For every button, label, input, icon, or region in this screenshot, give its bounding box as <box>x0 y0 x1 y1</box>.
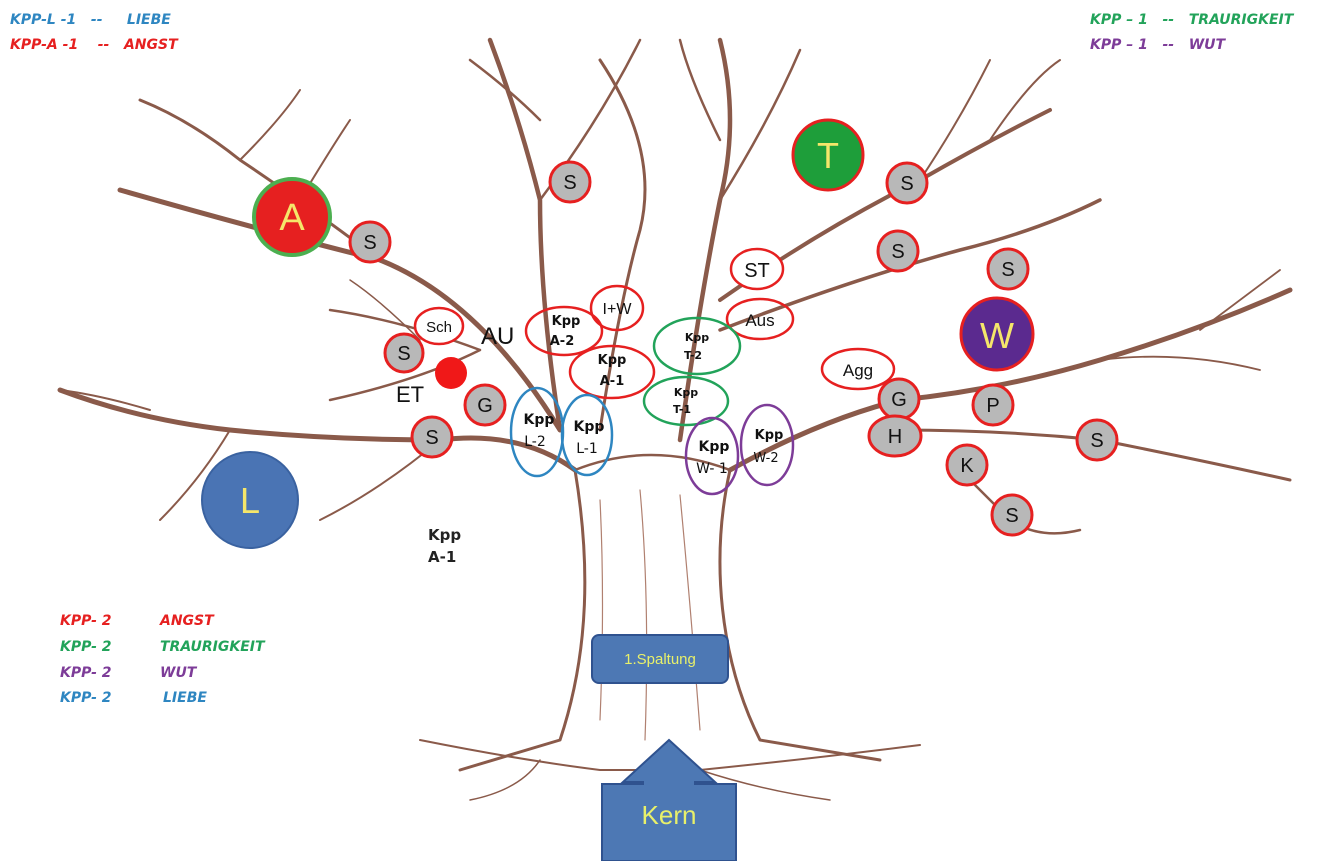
legend2-code-angst: KPP- 2 <box>60 613 112 629</box>
node-s: S <box>990 493 1034 537</box>
svg-text:S: S <box>563 172 576 194</box>
svg-text:S: S <box>891 241 904 263</box>
svg-text:L-1: L-1 <box>576 441 598 457</box>
svg-text:Kpp: Kpp <box>598 353 627 368</box>
free-kpp-line2: A-1 <box>428 548 457 566</box>
legend-kpp-1-wut: KPP – 1 -- WUT <box>1090 37 1226 53</box>
svg-text:Kpp: Kpp <box>574 419 605 435</box>
big-circle-l-label: L <box>240 480 260 521</box>
svg-text:Agg: Agg <box>843 361 873 380</box>
big-circle-t-label: T <box>817 135 839 176</box>
node-s: S <box>885 161 929 205</box>
node-s: S <box>1075 418 1119 462</box>
svg-text:ST: ST <box>744 260 770 282</box>
svg-text:Aus: Aus <box>745 311 774 330</box>
svg-text:S: S <box>425 427 438 449</box>
node-p: P <box>971 383 1015 427</box>
svg-text:K: K <box>960 455 974 477</box>
spaltung-label: 1.Spaltung <box>624 650 696 668</box>
node-s: S <box>383 332 425 374</box>
big-circle-l: L <box>201 451 299 549</box>
svg-text:L-2: L-2 <box>524 434 546 450</box>
node-s: S <box>548 160 592 204</box>
svg-text:T-1: T-1 <box>673 403 691 416</box>
svg-text:S: S <box>397 343 410 365</box>
node-g: G <box>463 383 507 427</box>
svg-text:H: H <box>888 426 902 448</box>
legend-kpp-l-1: KPP-L -1 -- LIEBE <box>10 12 171 28</box>
svg-text:S: S <box>900 173 913 195</box>
svg-text:S: S <box>1005 505 1018 527</box>
svg-text:Kpp: Kpp <box>552 314 581 329</box>
kpp-oval-w-1: Kpp W- 1 <box>684 416 740 496</box>
svg-text:P: P <box>986 395 999 417</box>
legend2-code-traurigkeit: KPP- 2 <box>60 639 112 655</box>
label-au: AU <box>481 323 514 350</box>
legend2-code-wut: KPP- 2 <box>60 665 112 681</box>
node-g: G <box>877 377 921 421</box>
svg-text:W- 1: W- 1 <box>696 461 728 477</box>
kern-label: Kern <box>641 800 697 830</box>
svg-text:A-1: A-1 <box>600 374 625 389</box>
oval-i-w: I+W <box>589 284 645 332</box>
svg-text:S: S <box>1090 430 1103 452</box>
svg-text:Kpp: Kpp <box>699 439 730 455</box>
legend2-word-traurigkeit: TRAURIGKEIT <box>160 639 265 655</box>
spaltung-box: 1.Spaltung <box>591 634 729 684</box>
svg-text:Kpp: Kpp <box>524 412 555 428</box>
node-s: S <box>876 229 920 273</box>
oval-agg: Agg <box>820 347 896 391</box>
svg-text:A-2: A-2 <box>550 334 575 349</box>
big-circle-w-label: W <box>980 315 1014 356</box>
legend2-word-angst: ANGST <box>160 613 214 629</box>
tree-illustration <box>57 37 1293 801</box>
oval-st: ST <box>729 247 785 291</box>
big-circle-a: A <box>252 177 332 257</box>
label-et: ET <box>396 382 424 407</box>
node-s: S <box>986 247 1030 291</box>
kern-arrow <box>601 738 737 861</box>
svg-text:S: S <box>1001 259 1014 281</box>
svg-text:Sch: Sch <box>426 319 452 336</box>
node-k: K <box>945 443 989 487</box>
svg-text:I+W: I+W <box>603 301 633 318</box>
big-circle-t: T <box>791 118 865 192</box>
big-circle-w: W <box>959 296 1035 372</box>
svg-text:Kpp: Kpp <box>685 331 709 344</box>
free-kpp-label: Kpp A-1 <box>428 524 461 568</box>
svg-text:T-2: T-2 <box>684 349 702 362</box>
et-marker-dot <box>435 357 467 389</box>
legend-kpp-1-traurigkeit: KPP – 1 -- TRAURIGKEIT <box>1090 12 1294 28</box>
oval-aus: Aus <box>725 297 795 341</box>
svg-text:Kpp: Kpp <box>674 386 698 399</box>
svg-text:S: S <box>363 232 376 254</box>
oval-sch: Sch <box>413 306 465 346</box>
free-kpp-line1: Kpp <box>428 526 462 544</box>
legend2-code-liebe: KPP- 2 <box>60 690 112 706</box>
svg-text:Kpp: Kpp <box>755 428 784 443</box>
legend-kpp-a-1: KPP-A -1 -- ANGST <box>10 37 178 53</box>
svg-text:W-2: W-2 <box>753 451 778 466</box>
node-s: S <box>348 220 392 264</box>
svg-text:G: G <box>477 395 493 417</box>
legend2-word-liebe: LIEBE <box>163 690 207 706</box>
node-s: S <box>410 415 454 459</box>
legend2-word-wut: WUT <box>160 665 197 681</box>
node-h: H <box>867 414 923 458</box>
svg-text:G: G <box>891 389 907 411</box>
big-circle-a-label: A <box>279 197 305 239</box>
